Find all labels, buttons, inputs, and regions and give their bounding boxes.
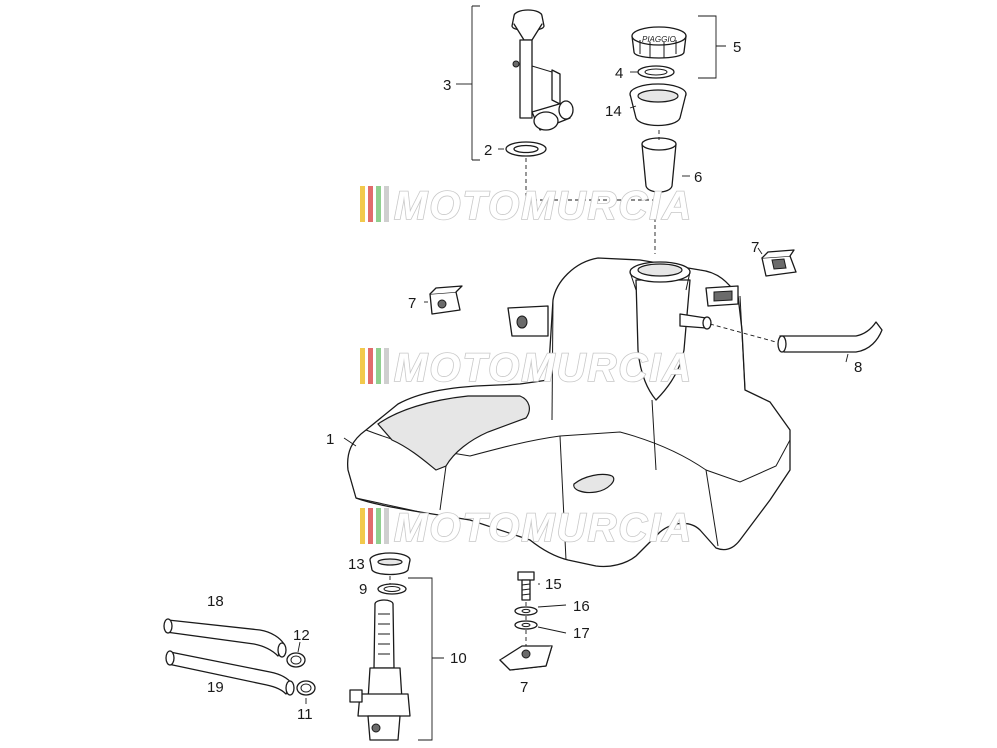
callout-10: 10 (450, 650, 467, 667)
callout-6: 6 (694, 169, 702, 186)
callout-7-upper-left: 7 (408, 295, 416, 312)
callout-16: 16 (573, 598, 590, 615)
callout-4: 4 (615, 65, 623, 82)
callout-5: 5 (733, 39, 741, 56)
callout-1: 1 (326, 431, 334, 448)
rubber-block-upper-right (761, 249, 797, 277)
callout-8: 8 (854, 359, 862, 376)
callout-15: 15 (545, 576, 562, 593)
callout-7-lower: 7 (520, 679, 528, 696)
leader-lines (297, 5, 849, 741)
bolt-and-washers (514, 571, 538, 646)
hose-clip-12 (286, 652, 306, 668)
watermark-text: MOTOMURCIA (394, 184, 693, 228)
rubber-block-upper-left (429, 285, 463, 315)
fuel-hose-lower (165, 650, 295, 696)
callout-3: 3 (443, 77, 451, 94)
fuel-tap-assembly (349, 552, 411, 741)
watermark-bottom: MOTOMURCIA (360, 505, 693, 551)
callout-11: 11 (297, 706, 313, 723)
cap-brand-mark: PIAGGIO (642, 35, 676, 44)
watermark-text: MOTOMURCIA (394, 506, 693, 550)
callout-2: 2 (484, 142, 492, 159)
filler-cap: PIAGGIO (629, 26, 687, 193)
callout-9: 9 (359, 581, 367, 598)
fuel-level-sender (505, 9, 656, 254)
rubber-block-lower (499, 645, 553, 671)
callout-14: 14 (605, 103, 622, 120)
callout-7-upper-right: 7 (751, 239, 759, 256)
callout-13: 13 (348, 556, 365, 573)
fuel-tank (346, 257, 791, 568)
callout-19: 19 (207, 679, 224, 696)
callout-18: 18 (207, 593, 224, 610)
callout-labels: 1 2 3 4 5 6 7 7 7 8 9 10 11 12 13 14 15 … (207, 39, 862, 723)
fuel-hose-upper (163, 618, 287, 658)
callout-17: 17 (573, 625, 590, 642)
breather-hose (709, 321, 883, 353)
callout-12: 12 (293, 627, 310, 644)
watermark-top: MOTOMURCIA (360, 183, 693, 229)
hose-clip-11 (296, 680, 316, 696)
watermark-text: MOTOMURCIA (394, 346, 693, 390)
watermark-middle: MOTOMURCIA (360, 345, 693, 391)
